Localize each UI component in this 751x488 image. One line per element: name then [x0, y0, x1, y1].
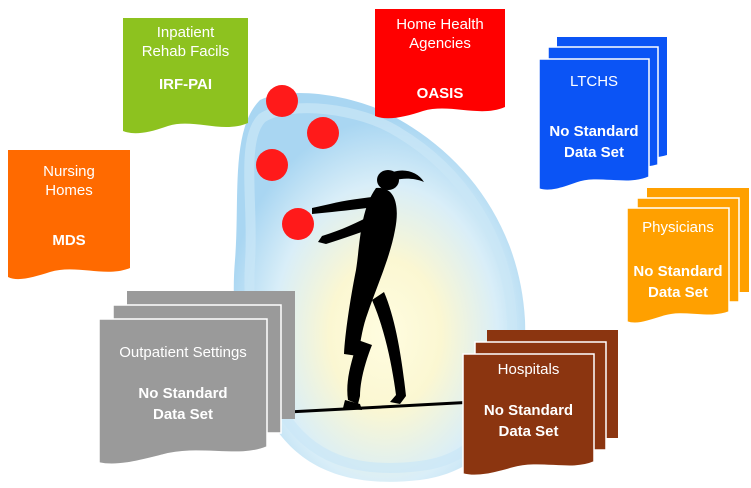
document-stack-amber	[626, 188, 749, 325]
card-data-set: No Standard Data Set	[633, 263, 723, 301]
aura-ring	[244, 103, 518, 473]
card-data-set: No Standard Data Set	[549, 123, 639, 161]
document-stack-brown	[462, 330, 618, 477]
card-data-set: No Standard Data Set	[138, 385, 228, 423]
card-data-set: OASIS	[416, 85, 464, 102]
ball-4	[282, 208, 314, 240]
card-title: LTCHS	[569, 73, 619, 90]
ball-1	[266, 85, 298, 117]
ball-2	[307, 117, 339, 149]
card-data-set: No Standard Data Set	[483, 402, 574, 440]
card-data-set: MDS	[52, 232, 86, 249]
document-shape-red	[375, 9, 505, 119]
card-inpatient-rehab: Inpatient Rehab Facils IRF-PAI	[123, 18, 248, 138]
document-stack-gray	[98, 291, 295, 466]
card-title: Outpatient Settings	[119, 344, 247, 361]
tightrope	[287, 400, 476, 414]
juggler-figure	[312, 170, 424, 410]
aura-shape	[233, 92, 526, 482]
card-physicians: Physicians No Standard Data Set	[626, 188, 749, 328]
card-title: Hospitals	[497, 361, 560, 378]
card-ltchs: LTCHS No Standard Data Set	[538, 37, 667, 195]
card-hospitals: Hospitals No Standard Data Set	[462, 330, 618, 480]
card-outpatient-settings: Outpatient Settings No Standard Data Set	[98, 291, 295, 469]
card-home-health: Home Health Agencies OASIS	[375, 9, 505, 121]
card-title: Physicians	[642, 219, 714, 236]
card-title: Inpatient Rehab Facils	[141, 24, 230, 60]
card-title: Nursing Homes	[43, 163, 95, 199]
document-shape-green	[123, 18, 248, 134]
document-shape-orange	[8, 150, 130, 280]
card-nursing-homes: Nursing Homes MDS	[8, 150, 130, 282]
card-title: Home Health Agencies	[396, 16, 484, 52]
card-data-set: IRF-PAI	[158, 76, 213, 93]
document-stack-blue	[538, 37, 667, 192]
juggling-balls	[256, 85, 339, 240]
ball-3	[256, 149, 288, 181]
